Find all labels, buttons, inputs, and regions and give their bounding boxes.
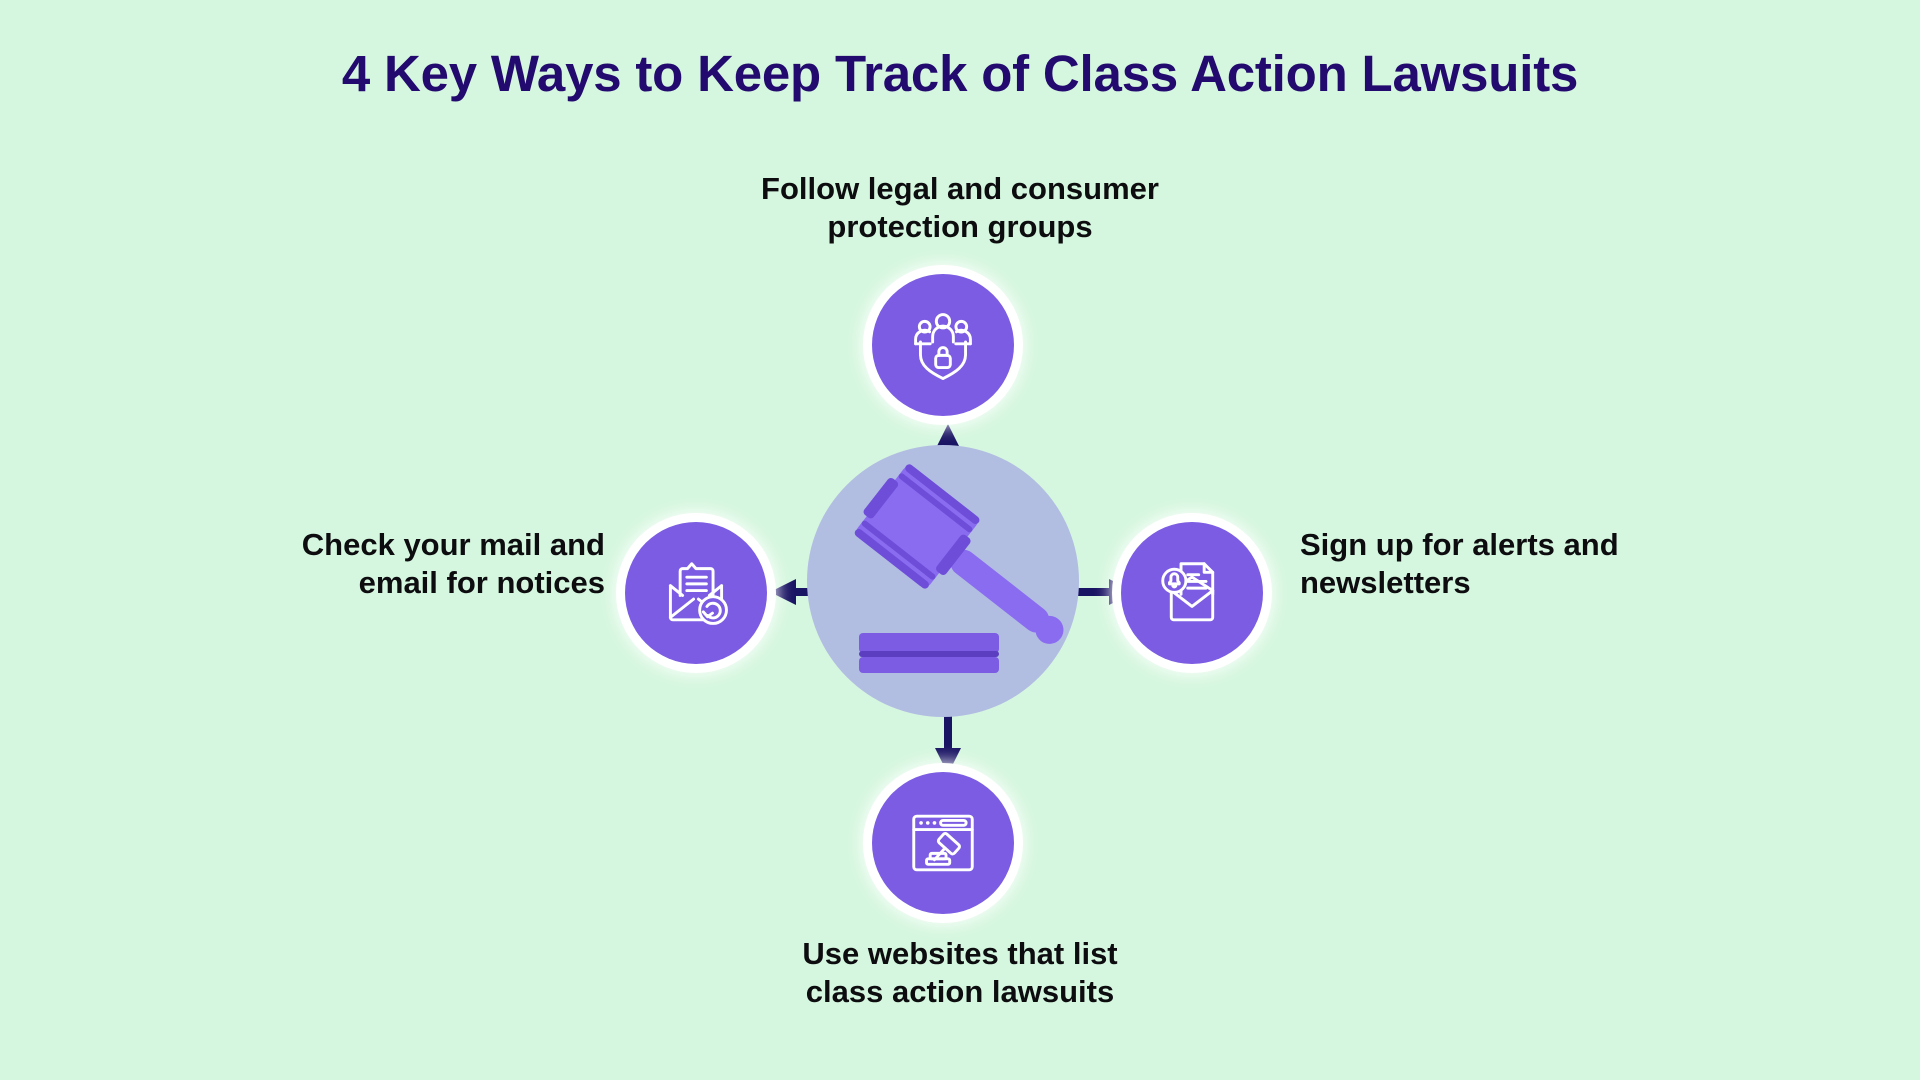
node-websites-list[interactable] bbox=[872, 772, 1014, 914]
node-alerts-newsletters[interactable] bbox=[1121, 522, 1263, 664]
label-line-1: Sign up for alerts and bbox=[1300, 527, 1619, 562]
arrow-down-icon bbox=[935, 712, 961, 774]
envelope-bell-alert-icon bbox=[1161, 562, 1215, 622]
label-line-2: email for notices bbox=[358, 564, 605, 600]
label-follow-groups: Follow legal and consumer protection gro… bbox=[560, 170, 1360, 246]
node-follow-groups[interactable] bbox=[872, 274, 1014, 416]
label-line-2: protection groups bbox=[827, 208, 1093, 244]
page-title: 4 Key Ways to Keep Track of Class Action… bbox=[341, 45, 1579, 102]
label-line-2: newsletters bbox=[1300, 564, 1471, 600]
envelope-letter-check-icon bbox=[668, 562, 728, 625]
label-alerts-newsletters: Sign up for alerts and newsletters bbox=[1300, 526, 1725, 602]
arrow-right-icon bbox=[1073, 579, 1135, 605]
arrow-left-icon bbox=[770, 579, 832, 605]
label-line-1: Use websites that list bbox=[802, 936, 1118, 971]
label-line-1: Follow legal and consumer bbox=[761, 171, 1159, 206]
center-hub bbox=[807, 445, 1079, 717]
gavel-icon bbox=[854, 464, 1064, 673]
people-shield-lock-icon bbox=[914, 313, 972, 380]
label-line-2: class action lawsuits bbox=[805, 973, 1115, 1009]
label-websites-list: Use websites that list class action laws… bbox=[560, 935, 1360, 1011]
browser-gavel-icon bbox=[912, 814, 974, 872]
node-check-mail[interactable] bbox=[625, 522, 767, 664]
label-line-1: Check your mail and bbox=[301, 527, 605, 562]
label-check-mail: Check your mail and email for notices bbox=[180, 526, 605, 602]
